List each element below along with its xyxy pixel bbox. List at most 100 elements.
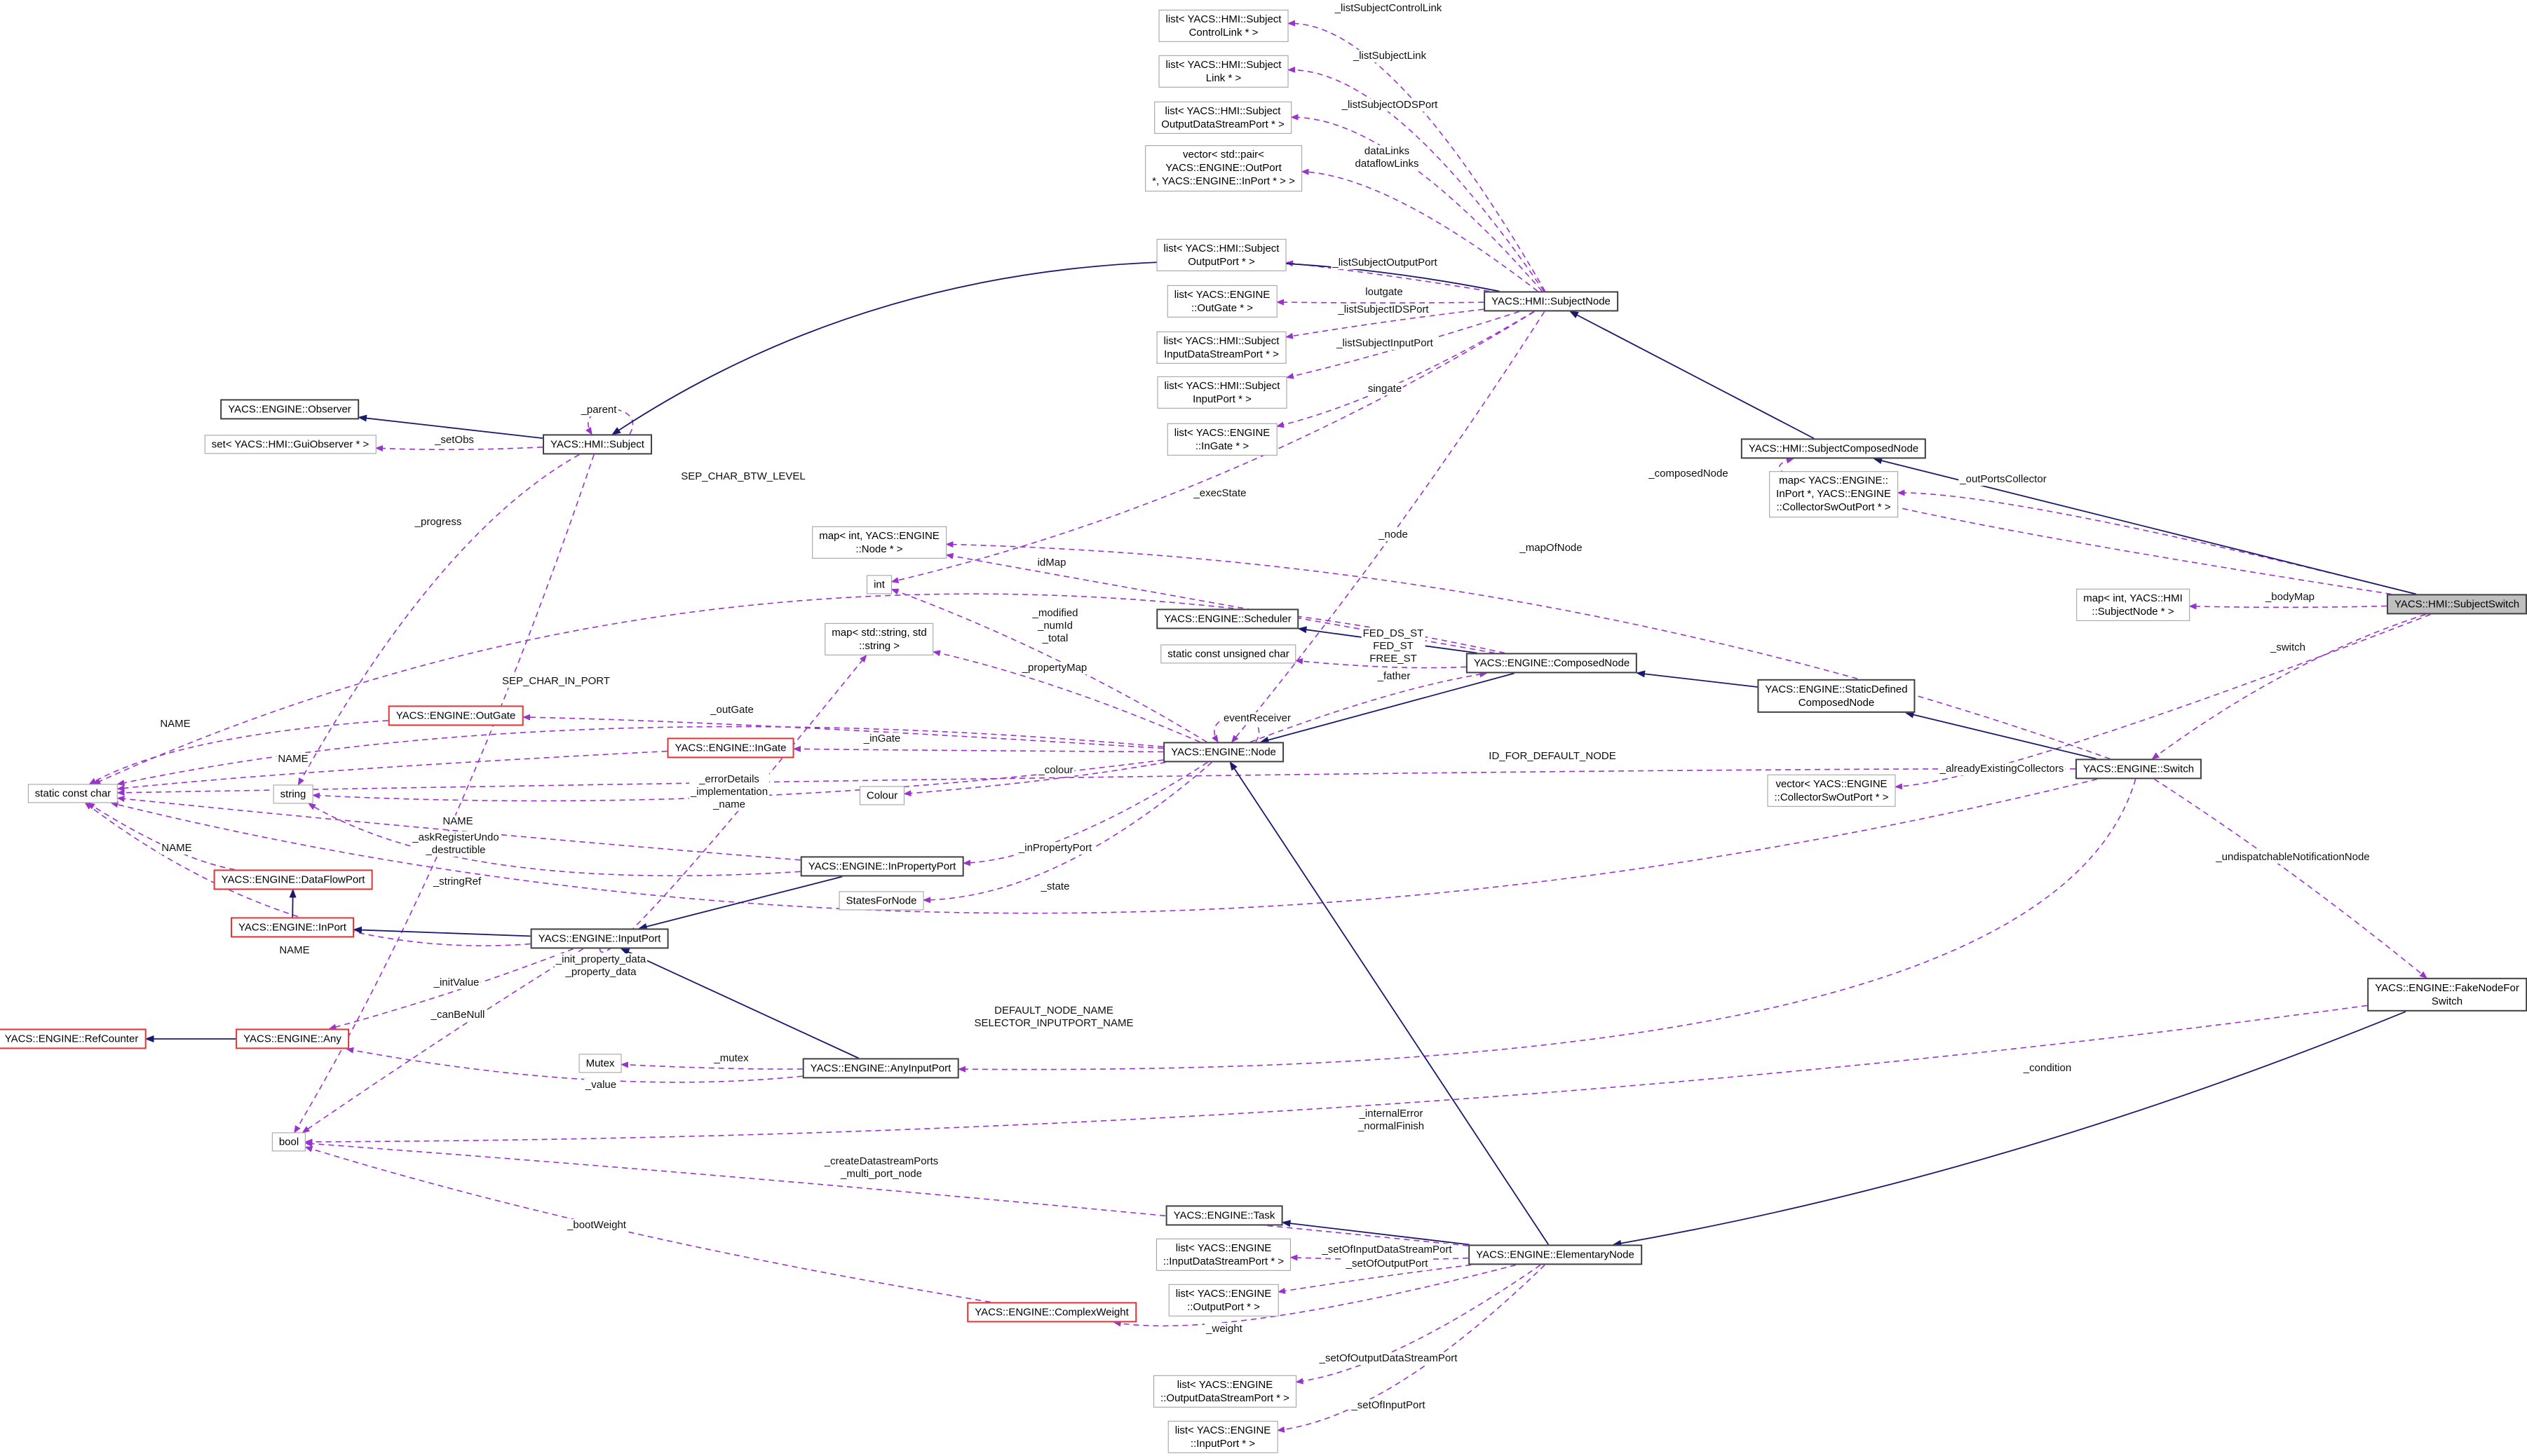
class-node-lst-subject-outputport[interactable]: list< YACS::HMI::Subject OutputPort * >: [1156, 238, 1287, 272]
edge-composed-node-to-node: [1259, 672, 1515, 744]
class-node-anyinputport[interactable]: YACS::ENGINE::AnyInputPort: [802, 1058, 959, 1079]
edge-label: eventReceiver: [1222, 712, 1292, 725]
class-node-map-int-node[interactable]: map< int, YACS::ENGINE ::Node * >: [812, 526, 947, 559]
edge-label: _listSubjectLink: [1351, 50, 1428, 62]
edge-node-to-string: [312, 759, 1164, 802]
class-node-inpropertyport[interactable]: YACS::ENGINE::InPropertyPort: [800, 856, 964, 877]
edge-elementary-node-to-bool: [304, 1141, 1469, 1246]
class-node-vec-outport-inport[interactable]: vector< std::pair< YACS::ENGINE::OutPort…: [1145, 145, 1302, 191]
class-node-int[interactable]: int: [867, 575, 892, 594]
edge-label: _setObs: [433, 434, 475, 447]
class-node-lst-engine-ingate[interactable]: list< YACS::ENGINE ::InGate * >: [1167, 423, 1278, 456]
class-node-complexweight[interactable]: YACS::ENGINE::ComplexWeight: [967, 1302, 1137, 1323]
edge-label: _alreadyExistingCollectors: [1938, 763, 2066, 775]
edge-inputport-to-static-const-char: [84, 802, 531, 946]
class-node-lst-engine-outgate[interactable]: list< YACS::ENGINE ::OutGate * >: [1167, 285, 1278, 318]
edge-static-defined-composed-node-to-composed-node: [1636, 670, 1758, 688]
class-node-node[interactable]: YACS::ENGINE::Node: [1163, 742, 1284, 763]
edge-elementary-node-to-lst-outputdatastreamport: [1295, 1264, 1541, 1384]
edge-label: _setOfOutputPort: [1344, 1258, 1430, 1270]
class-node-scheduler[interactable]: YACS::ENGINE::Scheduler: [1156, 608, 1299, 630]
edge-fakenodeforswitch-to-bool: [304, 1005, 2368, 1145]
class-node-lst-subject-link[interactable]: list< YACS::HMI::Subject Link * >: [1158, 55, 1289, 88]
class-node-mutex[interactable]: Mutex: [578, 1054, 622, 1073]
class-node-any[interactable]: YACS::ENGINE::Any: [236, 1028, 349, 1049]
class-node-static-defined-composed-node[interactable]: YACS::ENGINE::StaticDefined ComposedNode: [1757, 679, 1916, 714]
class-node-subject[interactable]: YACS::HMI::Subject: [543, 434, 652, 455]
edge-label: _setOfInputPort: [1350, 1399, 1427, 1412]
class-node-task[interactable]: YACS::ENGINE::Task: [1165, 1205, 1283, 1226]
class-node-lst-subject-odsport[interactable]: list< YACS::HMI::Subject OutputDataStrea…: [1154, 101, 1292, 135]
class-node-lst-subject-idsport[interactable]: list< YACS::HMI::Subject InputDataStream…: [1156, 331, 1287, 365]
edge-elementary-node-to-lst-inputdatastreamport: [1289, 1254, 1469, 1261]
class-node-fakenodeforswitch[interactable]: YACS::ENGINE::FakeNodeFor Switch: [2367, 977, 2527, 1012]
edge-label: _mutex: [712, 1052, 750, 1065]
edge-label: _composedNode: [1647, 468, 1730, 480]
edge-label: _listSubjectODSPort: [1340, 99, 1439, 111]
edge-inport-to-dataflowport: [289, 888, 297, 918]
class-node-lst-inputport-engine[interactable]: list< YACS::ENGINE ::InputPort * >: [1167, 1420, 1278, 1454]
edge-subject-node-to-vec-outport-inport: [1301, 168, 1538, 292]
edge-label: _initValue: [432, 977, 481, 989]
class-node-string[interactable]: string: [273, 784, 313, 804]
edge-label: _inGate: [862, 733, 902, 745]
class-node-map-int-subjectnode[interactable]: map< int, YACS::HMI ::SubjectNode * >: [2076, 588, 2190, 622]
class-node-lst-inputdatastreamport[interactable]: list< YACS::ENGINE ::InputDataStreamPort…: [1156, 1238, 1292, 1272]
class-node-map-inport-collector[interactable]: map< YACS::ENGINE:: InPort *, YACS::ENGI…: [1769, 471, 1898, 517]
edge-anyinputport-to-inputport: [620, 948, 859, 1059]
class-node-static-const-char[interactable]: static const char: [27, 784, 118, 803]
edge-dataflowport-to-static-const-char: [87, 802, 236, 871]
edge-subject-to-observer: [358, 414, 543, 439]
class-node-ingate[interactable]: YACS::ENGINE::InGate: [667, 737, 794, 758]
edge-label: _progress: [413, 516, 463, 529]
edge-label: _init_property_data _property_data: [554, 953, 648, 979]
class-node-subject-composed-node[interactable]: YACS::HMI::SubjectComposedNode: [1740, 438, 1927, 459]
class-node-lst-subject-inputport[interactable]: list< YACS::HMI::Subject InputPort * >: [1157, 376, 1287, 409]
edge-label: _bodyMap: [2263, 591, 2317, 604]
edge-anyinputport-to-any: [346, 1047, 803, 1083]
class-node-statesfornode[interactable]: StatesForNode: [839, 891, 924, 911]
class-node-observer[interactable]: YACS::ENGINE::Observer: [220, 399, 359, 420]
edge-label: _switch: [2268, 641, 2308, 654]
class-node-map-string-string[interactable]: map< std::string, std ::string >: [825, 622, 934, 656]
edge-label: _askRegisterUndo _destructible: [411, 831, 501, 857]
edge-label: _weight: [1205, 1323, 1244, 1335]
class-node-colour[interactable]: Colour: [859, 786, 905, 805]
class-node-lst-outputdatastreamport[interactable]: list< YACS::ENGINE ::OutputDataStreamPor…: [1153, 1375, 1296, 1408]
class-node-elementary-node[interactable]: YACS::ENGINE::ElementaryNode: [1468, 1244, 1642, 1265]
edge-inputport-to-inport: [353, 926, 531, 937]
class-node-subject-node[interactable]: YACS::HMI::SubjectNode: [1484, 291, 1618, 312]
class-node-inport[interactable]: YACS::ENGINE::InPort: [231, 917, 354, 938]
class-node-switch[interactable]: YACS::ENGINE::Switch: [2075, 758, 2202, 780]
class-node-inputport[interactable]: YACS::ENGINE::InputPort: [530, 928, 669, 949]
edge-label: _createDatastreamPorts _multi_port_node: [822, 1155, 940, 1181]
edge-node-to-outgate: [522, 714, 1164, 749]
edge-inputport-to-any: [328, 948, 574, 1030]
class-node-lst-subject-controllink[interactable]: list< YACS::HMI::Subject ControlLink * >: [1158, 9, 1289, 43]
edge-label: ID_FOR_DEFAULT_NODE: [1487, 750, 1618, 763]
edge-inpropertyport-to-inputport: [637, 876, 843, 930]
class-node-composed-node[interactable]: YACS::ENGINE::ComposedNode: [1465, 653, 1638, 674]
class-node-outgate[interactable]: YACS::ENGINE::OutGate: [388, 705, 524, 726]
edge-label: _execState: [1192, 487, 1248, 500]
class-node-lst-outputport[interactable]: list< YACS::ENGINE ::OutputPort * >: [1168, 1284, 1279, 1317]
edge-subject-to-set-guiobserver: [375, 445, 543, 452]
class-node-set-guiobserver[interactable]: set< YACS::HMI::GuiObserver * >: [204, 435, 377, 454]
class-node-refcounter[interactable]: YACS::ENGINE::RefCounter: [0, 1028, 147, 1049]
edge-label: _propertyMap: [1020, 662, 1089, 674]
edge-subject-switch-to-subject-composed-node: [1779, 457, 2392, 595]
edge-subject-switch-to-subject-composed-node: [1873, 457, 2417, 595]
edge-switch-to-static-defined-composed-node: [1904, 711, 2097, 760]
class-node-static-const-uchar[interactable]: static const unsigned char: [1160, 644, 1296, 664]
edge-label: _outPortsCollector: [1958, 473, 2048, 486]
edge-subject-switch-to-map-inport-collector: [1897, 489, 2417, 595]
edge-elementary-node-to-lst-inputport-engine: [1277, 1264, 1545, 1433]
edge-node-to-static-const-char: [116, 726, 1164, 787]
edge-label: _listSubjectIDSPort: [1336, 304, 1430, 316]
class-node-vec-collectorswoutport[interactable]: vector< YACS::ENGINE ::CollectorSwOutPor…: [1767, 774, 1896, 808]
edge-subject-node-to-lst-engine-outgate: [1276, 299, 1484, 306]
class-node-subject-switch[interactable]: YACS::HMI::SubjectSwitch: [2386, 594, 2527, 615]
class-node-dataflowport[interactable]: YACS::ENGINE::DataFlowPort: [213, 869, 373, 890]
edge-subject-switch-to-vec-collectorswoutport: [1895, 613, 2431, 790]
class-node-bool[interactable]: bool: [271, 1132, 306, 1152]
